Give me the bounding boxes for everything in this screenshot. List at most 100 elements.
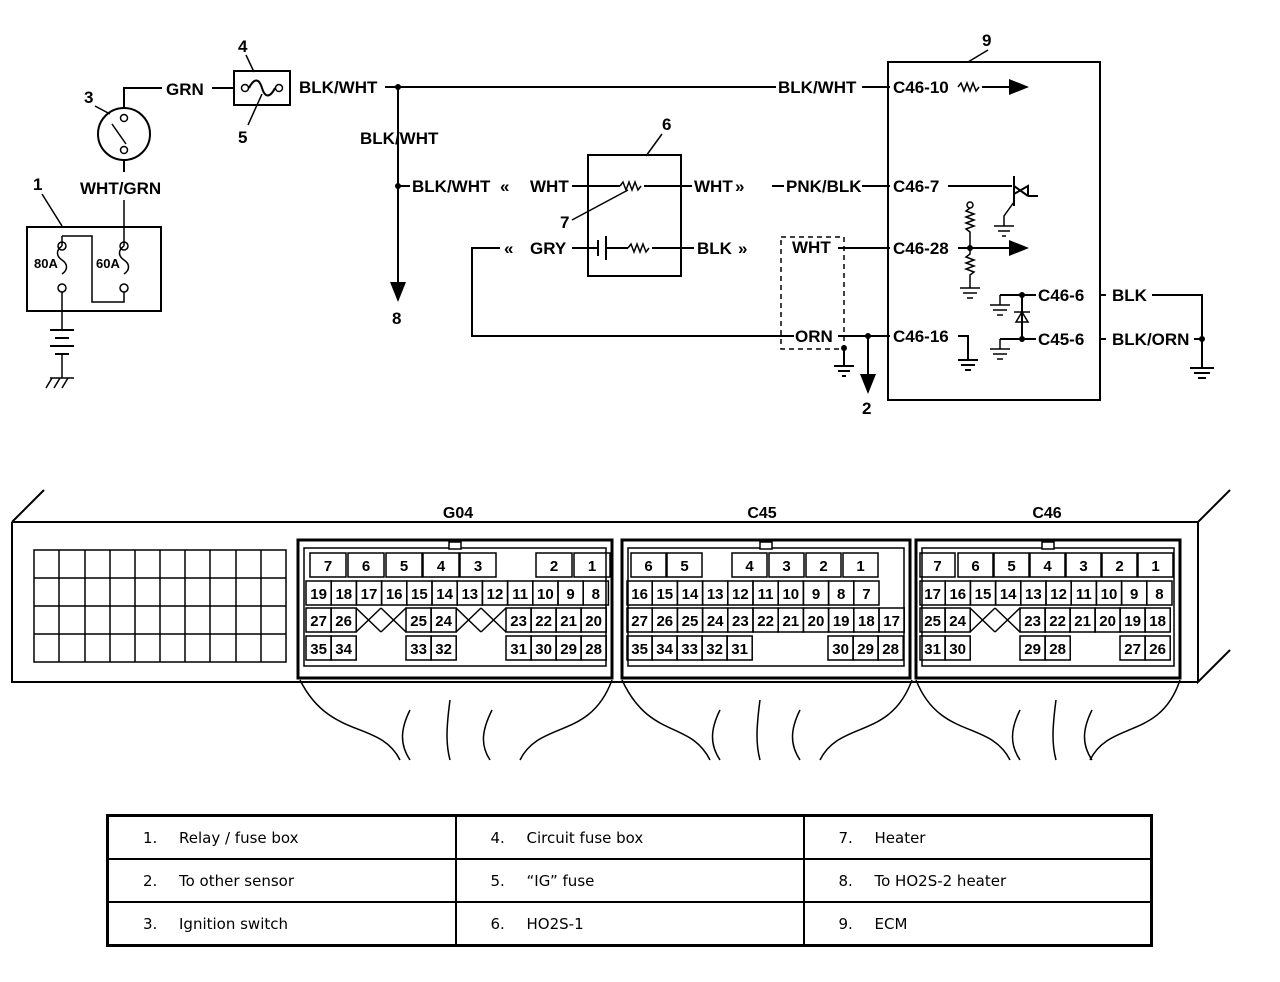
pin-label: 17 — [924, 586, 941, 603]
harness-c46 — [915, 679, 1181, 761]
empty-pin-mark — [355, 607, 382, 633]
pin-label: 21 — [782, 613, 799, 630]
pin-label: 3 — [474, 558, 482, 575]
legend-text: HO2S-1 — [526, 914, 584, 933]
pin-cell — [459, 552, 497, 578]
pin-cell — [726, 635, 753, 661]
pin-label: 21 — [1074, 613, 1091, 630]
shielded-section — [780, 236, 845, 350]
pin-cell — [1029, 552, 1066, 578]
pin-label: 5 — [680, 558, 688, 575]
legend-cell: 5.“IG” fuse — [454, 858, 805, 903]
connector-label-c45: C45 — [747, 505, 776, 522]
pin-label: 35 — [310, 641, 327, 658]
pin-label: 10 — [782, 586, 799, 603]
pin-label: 30 — [832, 641, 849, 658]
legend-number: 1. — [143, 828, 158, 847]
pin-label: 13 — [461, 586, 478, 603]
wire-label-blk-right: BLK — [1112, 286, 1148, 305]
pin-label: 34 — [656, 641, 673, 658]
pin-cell — [580, 607, 607, 633]
pin-label: 22 — [757, 613, 774, 630]
pin-label: 26 — [335, 613, 352, 630]
legend-table: 1.Relay / fuse box 4.Circuit fuse box 7.… — [106, 814, 1153, 947]
pin-label: 32 — [435, 641, 452, 658]
pin-cell — [878, 607, 905, 633]
pin-label: 17 — [361, 586, 378, 603]
pin-label: 6 — [644, 558, 652, 575]
empty-pin-mark — [380, 607, 407, 633]
ignition-switch — [97, 107, 151, 161]
pin-cell — [1144, 607, 1171, 633]
pin-label: 11 — [758, 586, 774, 603]
ecm-housing — [11, 489, 1231, 685]
pin-cell — [330, 607, 357, 633]
ground-icon-ecm-1 — [994, 201, 1015, 237]
pin-label: 28 — [882, 641, 899, 658]
circuit-fuse-box — [233, 70, 291, 106]
pin-label: 29 — [857, 641, 874, 658]
legend-cell: 6.HO2S-1 — [454, 901, 805, 947]
ground-icon-body — [1190, 367, 1214, 379]
pin-cell — [535, 552, 573, 578]
pin-cell — [944, 607, 971, 633]
pin-label: 27 — [1124, 641, 1141, 658]
pin-cell — [666, 552, 703, 578]
pin-cell — [731, 552, 768, 578]
pin-label: 21 — [560, 613, 577, 630]
pin-label: 12 — [732, 586, 749, 603]
callout-4: 4 — [238, 37, 248, 56]
wire-label-blk-orn: BLK/ORN — [1112, 330, 1189, 349]
pin-label: 2 — [819, 558, 827, 575]
pin-cell — [582, 580, 610, 606]
pin-label: 19 — [833, 613, 850, 630]
legend-cell: 4.Circuit fuse box — [454, 814, 805, 860]
pin-label: 31 — [510, 641, 527, 658]
pin-label: 13 — [707, 586, 724, 603]
pin-label: 1 — [1151, 558, 1159, 575]
pin-label: 6 — [362, 558, 370, 575]
pin-label: 4 — [1043, 558, 1052, 575]
pin-label: 7 — [324, 558, 332, 575]
wire-label-orn: ORN — [795, 327, 833, 346]
wire-label-gry: GRY — [530, 239, 567, 258]
pin-cell — [330, 635, 357, 661]
battery-icon — [50, 329, 74, 355]
pin-label: 20 — [1099, 613, 1116, 630]
pin-label: 24 — [707, 613, 724, 630]
legend-number: 5. — [490, 871, 505, 890]
pin-label: 24 — [435, 613, 452, 630]
pin-label: 2 — [1115, 558, 1123, 575]
legend-row: 3.Ignition switch 6.HO2S-1 9.ECM — [106, 901, 1153, 947]
pin-cell — [430, 607, 457, 633]
sensor-cell — [572, 236, 628, 260]
pin-label: 27 — [310, 613, 327, 630]
pin-cell — [1065, 552, 1102, 578]
terminal-c46-7: C46-7 — [893, 177, 939, 196]
legend-cell: 9.ECM — [802, 901, 1153, 947]
pin-label: 23 — [1024, 613, 1041, 630]
empty-pin-mark — [994, 607, 1021, 633]
pin-cell — [1101, 552, 1138, 578]
pin-label: 13 — [1025, 586, 1042, 603]
empty-pin-mark — [455, 607, 482, 633]
pin-cell — [422, 552, 460, 578]
connector-chevron: » — [738, 239, 747, 258]
pin-label: 19 — [1124, 613, 1141, 630]
callout-6: 6 — [662, 115, 671, 134]
legend-number: 4. — [490, 828, 505, 847]
callout-9: 9 — [982, 31, 991, 50]
pin-label: 2 — [550, 558, 558, 575]
pin-cell — [957, 552, 994, 578]
ecm — [887, 61, 1101, 401]
pin-label: 11 — [512, 586, 528, 603]
legend-row: 2.To other sensor 5.“IG” fuse 8.To HO2S-… — [106, 858, 1153, 903]
pin-label: 25 — [682, 613, 699, 630]
wire-label-blk-wht-top: BLK/WHT — [299, 78, 378, 97]
pin-cell — [630, 552, 667, 578]
pin-cell — [877, 635, 904, 661]
pin-label: 20 — [808, 613, 825, 630]
ho2s-1-sensor — [587, 154, 682, 277]
